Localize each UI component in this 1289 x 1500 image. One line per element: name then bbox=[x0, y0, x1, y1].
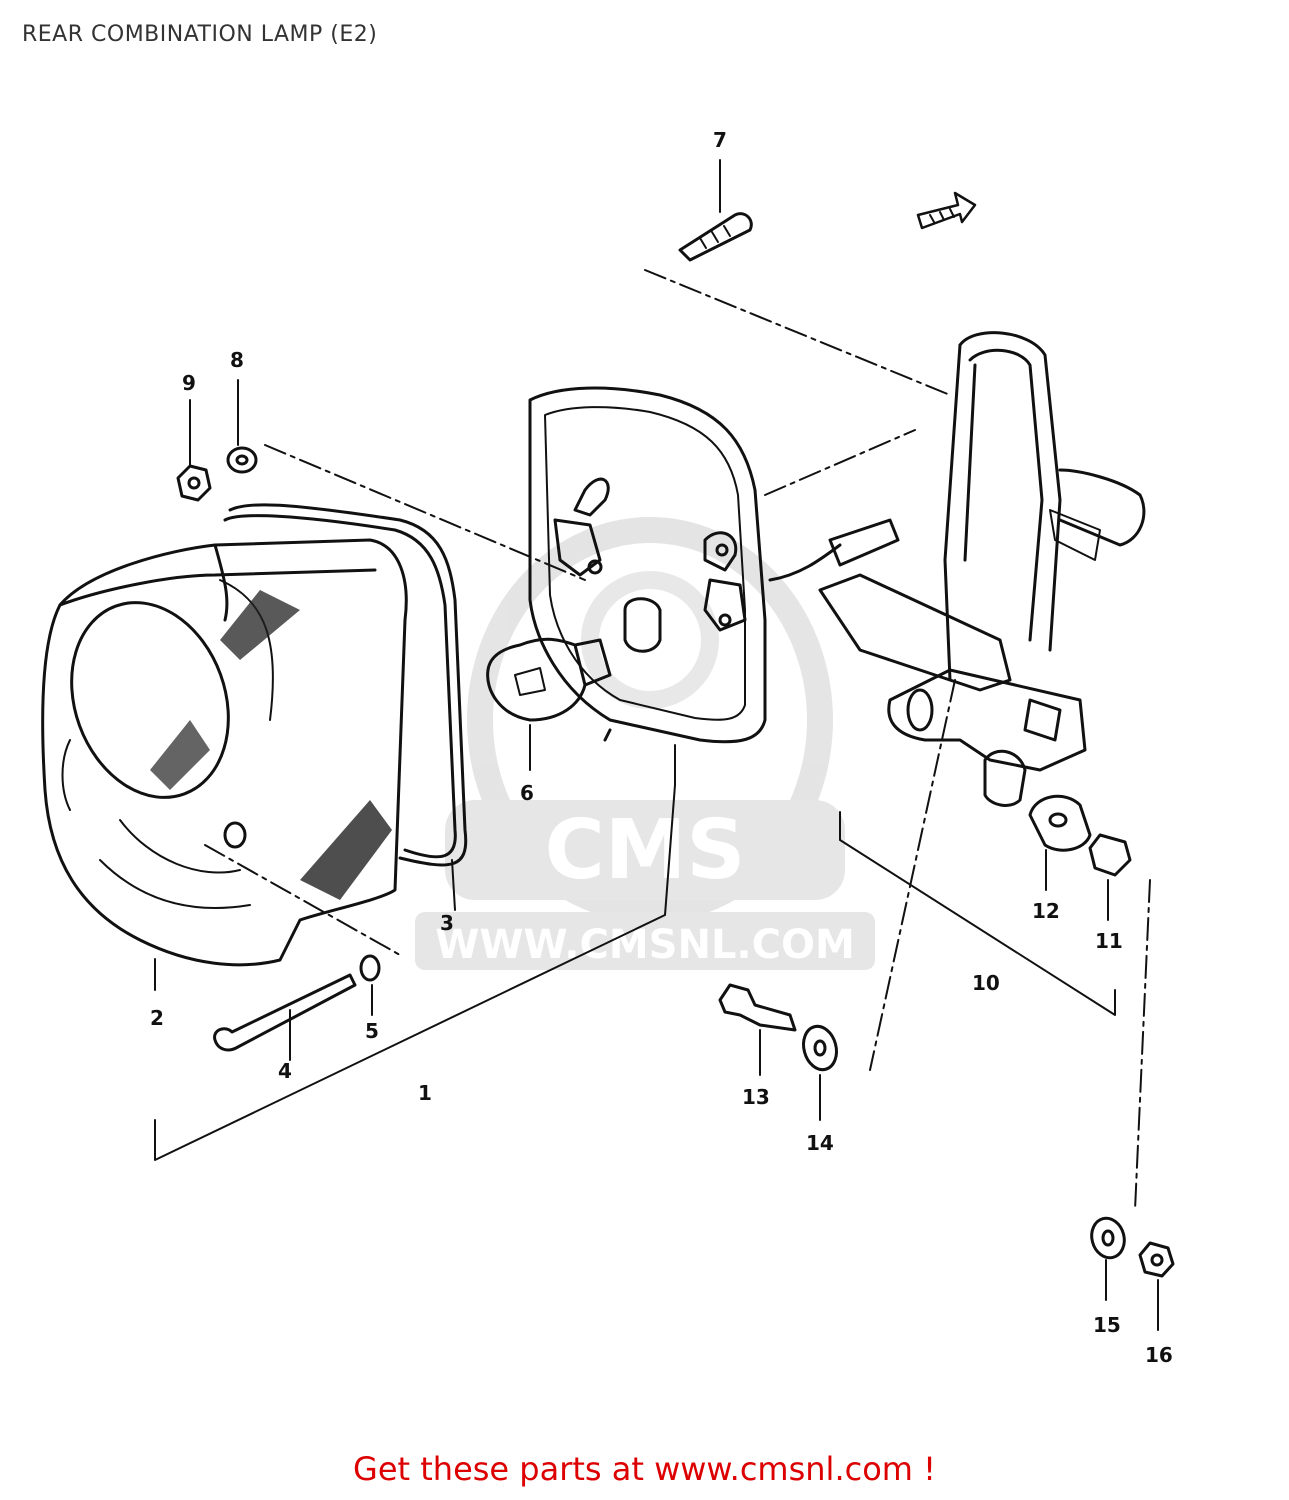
callout-12: 12 bbox=[1032, 899, 1060, 923]
page-title: REAR COMBINATION LAMP (E2) bbox=[22, 22, 378, 47]
callout-16: 16 bbox=[1145, 1343, 1173, 1367]
callout-9: 9 bbox=[182, 371, 196, 395]
callout-2: 2 bbox=[150, 1006, 164, 1030]
callout-11: 11 bbox=[1095, 929, 1123, 953]
part-2-lens bbox=[41, 538, 408, 991]
footer-link-text[interactable]: Get these parts at www.cmsnl.com ! bbox=[353, 1450, 936, 1488]
callout-5: 5 bbox=[365, 1019, 379, 1043]
part-3-gasket bbox=[223, 503, 468, 911]
part-6-bulb bbox=[486, 637, 612, 771]
watermark-url-text: WWW.CMSNL.COM bbox=[435, 922, 855, 968]
callout-15: 15 bbox=[1093, 1313, 1121, 1337]
part-9-nut bbox=[176, 399, 212, 502]
part-4-screw bbox=[213, 973, 357, 1061]
part-13-bolt bbox=[718, 983, 797, 1076]
part-12-grommet bbox=[1028, 794, 1092, 891]
part-15-washer bbox=[1090, 1216, 1126, 1301]
callout-7: 7 bbox=[713, 128, 727, 152]
part-8-washer bbox=[226, 379, 258, 474]
part-1-housing bbox=[154, 386, 900, 1161]
assembly-lines bbox=[204, 269, 1151, 1211]
callout-1: 1 bbox=[418, 1081, 432, 1105]
callout-3: 3 bbox=[440, 911, 454, 935]
part-10-bracket bbox=[818, 331, 1146, 1016]
watermark-logo-text: CMS bbox=[545, 803, 746, 898]
callout-14: 14 bbox=[806, 1131, 834, 1155]
front-direction-arrow-icon bbox=[916, 191, 977, 230]
part-16-nut bbox=[1138, 1241, 1175, 1331]
callout-8: 8 bbox=[230, 348, 244, 372]
callout-10: 10 bbox=[972, 971, 1000, 995]
callout-4: 4 bbox=[278, 1059, 292, 1083]
cms-watermark: CMS WWW.CMSNL.COM bbox=[415, 517, 875, 970]
part-14-washer bbox=[802, 1024, 838, 1121]
callout-13: 13 bbox=[742, 1085, 770, 1109]
part-7-screw bbox=[678, 159, 753, 262]
part-5-washer bbox=[359, 954, 381, 1016]
part-11-collar bbox=[1088, 833, 1132, 921]
callout-6: 6 bbox=[520, 781, 534, 805]
exploded-parts-diagram: CMS WWW.CMSNL.COM bbox=[41, 128, 1175, 1367]
callout-labels: 1 2 3 4 5 6 7 8 9 10 11 12 13 14 15 16 bbox=[150, 128, 1173, 1367]
